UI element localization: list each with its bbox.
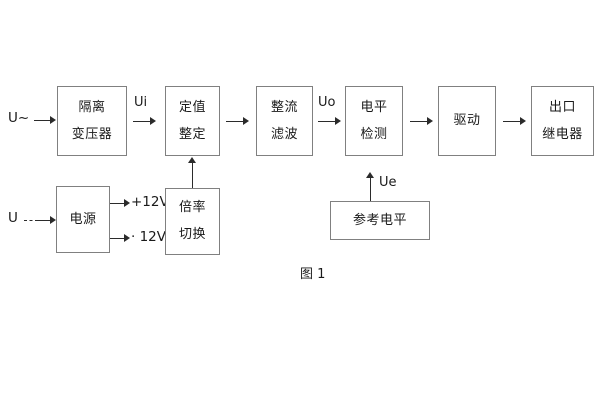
signal-label-ue: Ue [379,175,397,190]
block-output-relay: 出口 继电器 [531,86,594,156]
block-line: 滤波 [270,126,298,142]
arrowhead-detection-to-drive [427,117,433,125]
block-drive: 驱动 [438,86,496,156]
block-level-detection: 电平 检测 [345,86,403,156]
arrowhead-plus12v [124,199,130,207]
block-setting-value: 定值 整定 [165,86,220,156]
arrowhead-multiplier-to-setting [188,157,196,163]
block-isolation-transformer: 隔离 变压器 [57,86,127,156]
input-label-dc: U [8,210,18,226]
signal-label-uo: Uo [318,95,336,110]
arrowhead-dc-to-power [50,216,56,224]
block-line: 检测 [360,126,388,142]
block-line: 电平 [360,99,388,115]
block-line: 变压器 [71,126,113,142]
block-line: 整定 [178,126,206,142]
input-dc-dash-mark [24,220,38,221]
connector-detection-to-drive [410,121,427,122]
block-rectify-filter: 整流 滤波 [256,86,313,156]
connector-setting-to-rectify [226,121,243,122]
figure-caption: 图 1 [300,267,326,282]
block-line: 参考电平 [352,212,407,228]
rail-label-minus-12v: · 12V [131,229,166,245]
block-line: 隔离 [78,99,106,115]
arrowhead-setting-to-rectify [243,117,249,125]
block-line: 继电器 [542,126,583,142]
arrowhead-minus12v [124,234,130,242]
block-line: 倍率 [178,200,206,216]
connector-transformer-to-setting [133,121,150,122]
connector-power-minus12v [110,238,125,239]
connector-dc-to-power [38,220,50,221]
connector-reference-to-detection [370,178,371,201]
connector-multiplier-to-setting [192,163,193,188]
connector-rectify-to-detection [318,121,335,122]
arrowhead-drive-to-relay [520,117,526,125]
arrowhead-ac-to-transformer [50,116,56,124]
arrowhead-rectify-to-detection [335,117,341,125]
block-line: 出口 [548,99,576,115]
connector-drive-to-relay [503,121,520,122]
connector-ac-to-transformer [34,120,50,121]
block-line: 定值 [178,99,206,115]
connector-power-plus12v [110,203,125,204]
input-label-ac: U~ [8,110,30,126]
arrowhead-transformer-to-setting [150,117,156,125]
rail-label-plus-12v: +12V [131,194,169,210]
block-line: 电源 [69,211,97,227]
block-line: 整流 [270,99,298,115]
block-line: 驱动 [453,113,481,129]
signal-label-ui: Ui [134,95,148,110]
block-power-supply: 电源 [56,186,110,253]
block-line: 切换 [178,227,206,242]
arrowhead-reference-to-detection [366,172,374,178]
block-multiplier-switch: 倍率 切换 [165,188,220,255]
block-reference-level: 参考电平 [330,201,430,240]
